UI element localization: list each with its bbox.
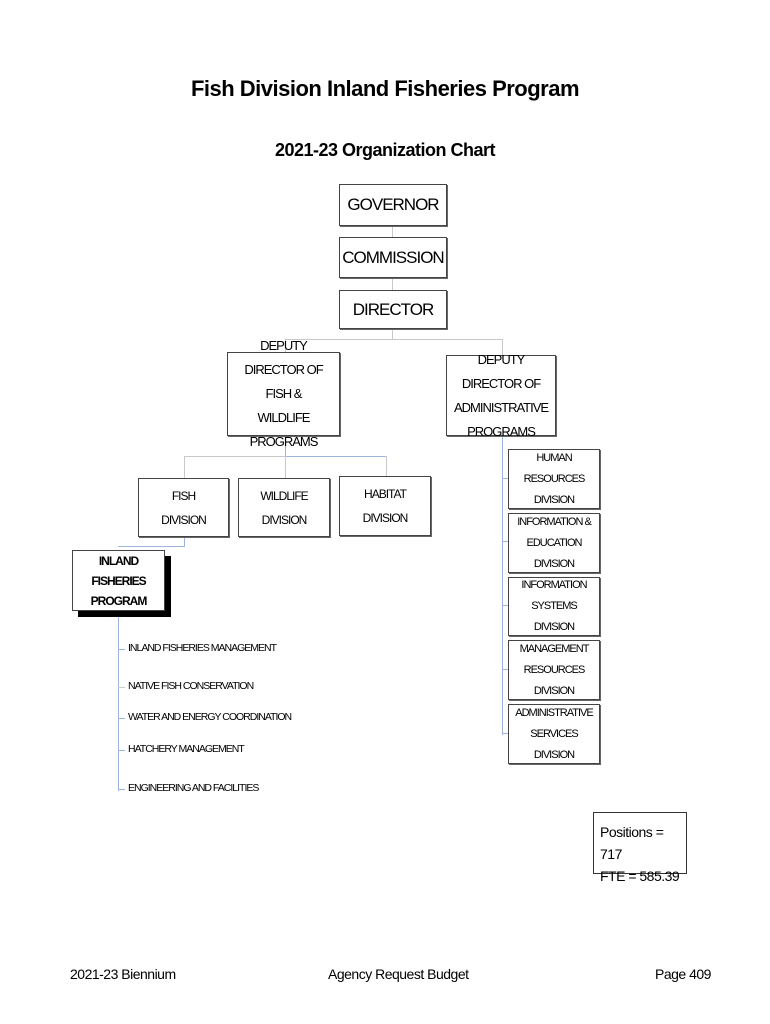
positions-count: Positions = 717 [600,824,664,862]
director-box: DIRECTOR [339,290,447,329]
governor-box: GOVERNOR [339,184,447,226]
page-title: Fish Division Inland Fisheries Program [190,76,580,101]
program-item: WATER AND ENERGY COORDINATION [128,711,292,723]
program-item: NATIVE FISH CONSERVATION [128,680,254,692]
positions-summary-box: Positions = 717 FTE = 585.39 [593,812,687,884]
chart-subtitle: 2021-23 Organization Chart [274,140,496,160]
commission-box: COMMISSION [339,237,447,278]
habitat-division-box: HABITAT DIVISION [339,476,431,536]
admin-division-box: HUMAN RESOURCES DIVISION [508,449,600,509]
fte-count: FTE = 585.39 [600,868,680,884]
wildlife-division-box: WILDLIFE DIVISION [238,478,330,537]
inland-fisheries-program-box: INLAND FISHERIES PROGRAM [72,550,165,611]
footer-page-number: Page 409 [655,966,711,982]
admin-division-box: INFORMATION SYSTEMS DIVISION [508,577,600,636]
admin-division-box: INFORMATION & EDUCATION DIVISION [508,513,600,573]
fish-division-box: FISH DIVISION [138,478,229,537]
admin-division-box: MANAGEMENT RESOURCES DIVISION [508,640,600,700]
program-item: HATCHERY MANAGEMENT [128,743,245,755]
deputy-admin-box: DEPUTY DIRECTOR OF ADMINISTRATIVE PROGRA… [446,352,556,439]
footer-biennium: 2021-23 Biennium [70,966,176,982]
program-item: ENGINEERING AND FACILITIES [128,782,259,794]
program-item: INLAND FISHERIES MANAGEMENT [128,642,277,654]
deputy-fish-wildlife-box: DEPUTY DIRECTOR OF FISH & WILDLIFE PROGR… [227,338,340,449]
footer-budget: Agency Request Budget [328,966,469,982]
admin-division-box: ADMINISTRATIVE SERVICES DIVISION [508,704,600,764]
